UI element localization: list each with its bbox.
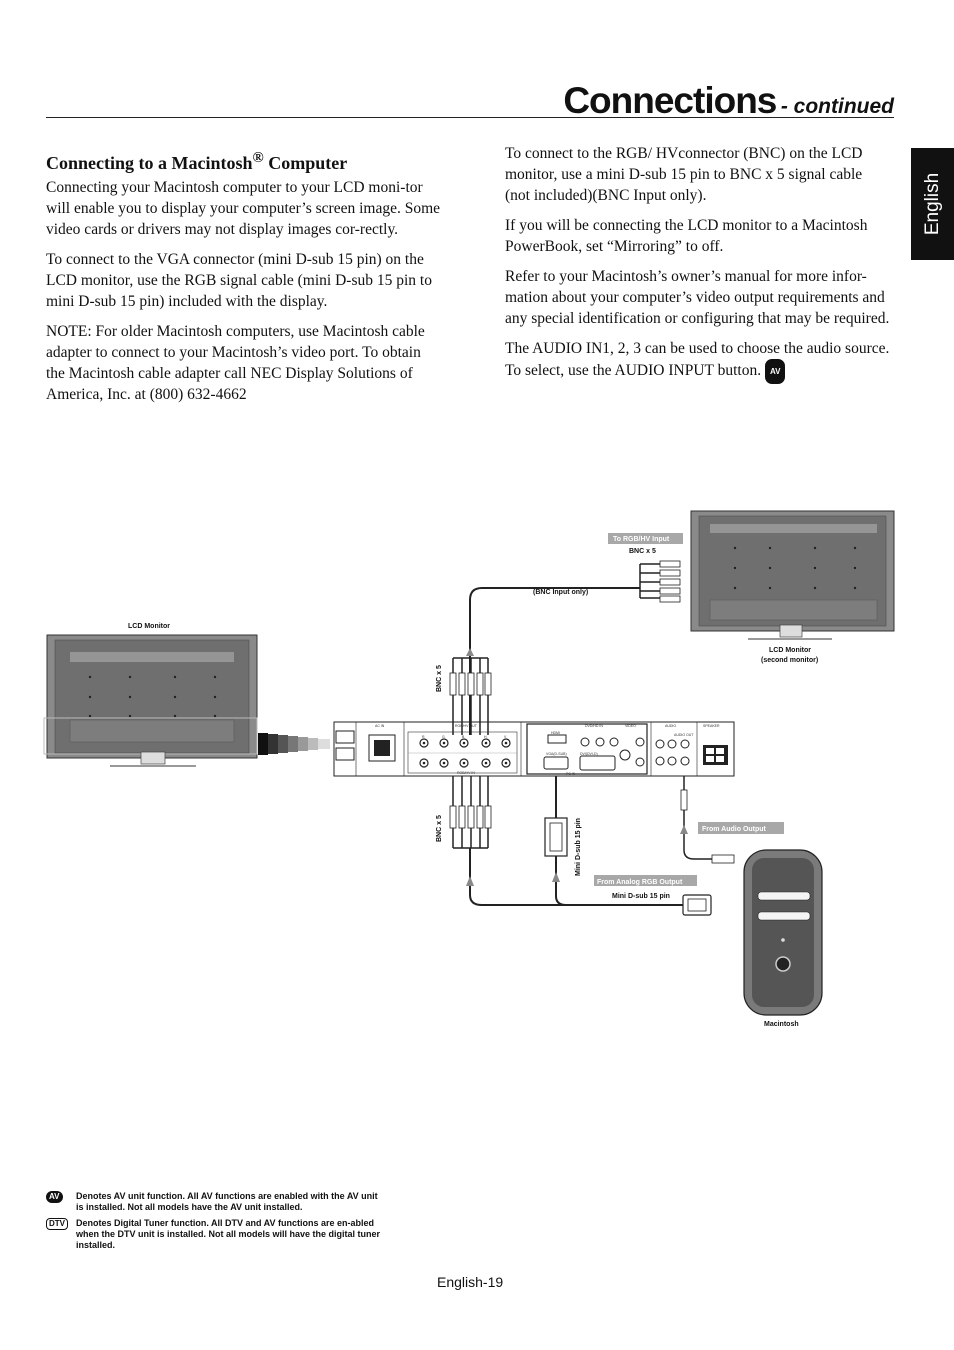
av-icon: AV [764, 359, 786, 384]
paragraph-intro: Connecting your Macintosh computer to yo… [46, 179, 441, 238]
lcd-monitor-left [43, 634, 258, 767]
bnc-cable-lower [449, 776, 685, 906]
label-to-rgbhv: To RGB/HV Input [613, 536, 670, 543]
svg-text:DVD/HD IN: DVD/HD IN [585, 724, 603, 728]
bnc-fan-top [639, 560, 681, 603]
svg-text:AC IN: AC IN [375, 724, 385, 728]
audio-cable [680, 776, 735, 864]
language-tab: English [911, 148, 954, 260]
label-mini-dsub: Mini D-sub 15 pin [612, 893, 670, 900]
paragraph-manual: Refer to your Macintosh’s owner’s manual… [505, 268, 890, 327]
paragraph-bnc: To connect to the RGB/ HVconnector (BNC)… [505, 145, 863, 204]
note-av: AV Denotes AV unit function. All AV func… [46, 1191, 386, 1213]
paragraph-audio: The AUDIO IN1, 2, 3 can be used to choos… [505, 338, 890, 384]
terminal-panel: AC IN RGB/HV OUT RGB/HV IN HDMI DVD/HD I… [333, 721, 735, 777]
svg-text:VGA(D-SUB): VGA(D-SUB) [546, 752, 567, 756]
label-bnc-x5-lower: BNC x 5 [436, 815, 443, 842]
label-macintosh: Macintosh [764, 1021, 799, 1028]
svg-text:G: G [442, 735, 445, 739]
svg-text:RGB/HV IN: RGB/HV IN [457, 771, 475, 775]
lcd-monitor-second [690, 510, 895, 640]
svg-text:PC IN: PC IN [566, 772, 576, 776]
page-title: Connections - continued [563, 80, 894, 122]
notes-section: AV Denotes AV unit function. All AV func… [46, 1191, 386, 1256]
label-mini-dsub-vertical: Mini D-sub 15 pin [575, 818, 582, 876]
paragraph-vga: To connect to the VGA connector (mini D-… [46, 251, 432, 310]
title-continued: - continued [780, 95, 894, 118]
label-bnc-x5-upper: BNC x 5 [436, 665, 443, 692]
svg-text:AUDIO: AUDIO [665, 724, 676, 728]
svg-text:RGB/HV OUT: RGB/HV OUT [455, 724, 478, 728]
svg-text:AUDIO OUT: AUDIO OUT [674, 733, 694, 737]
label-from-audio: From Audio Output [702, 826, 767, 833]
svg-text:R: R [422, 735, 425, 739]
tag-from-audio [698, 822, 784, 834]
dtv-icon: DTV [46, 1218, 68, 1230]
header-rule [46, 117, 894, 118]
right-column: To connect to the RGB/ HVconnector (BNC)… [505, 143, 890, 393]
note-dtv: DTV Denotes Digital Tuner function. All … [46, 1218, 386, 1251]
bnc-cable-upper [449, 587, 640, 735]
svg-text:SPEAKER: SPEAKER [703, 724, 720, 728]
svg-text:B: B [462, 735, 465, 739]
paragraph-note: NOTE: For older Macintosh computers, use… [46, 323, 425, 403]
svg-text:DVI(DVI-D): DVI(DVI-D) [580, 752, 598, 756]
av-icon: AV [46, 1191, 63, 1203]
label-lcd-monitor: LCD Monitor [128, 623, 170, 630]
tag-from-analog [594, 875, 697, 886]
tag-to-rgbhv [608, 533, 683, 544]
label-bnc-input-only: (BNC Input only) [533, 589, 588, 596]
macintosh-computer [743, 849, 823, 1016]
page-number: English-19 [437, 1274, 504, 1290]
svg-text:HDMI: HDMI [551, 731, 560, 735]
title-main: Connections [563, 80, 777, 121]
label-bnc-x5-top: BNC x 5 [629, 548, 656, 555]
left-column: Connecting to a Macintosh® Computer Conn… [46, 147, 441, 414]
svg-text:VIDEO: VIDEO [625, 724, 636, 728]
label-from-analog: From Analog RGB Output [597, 879, 683, 886]
section-heading: Connecting to a Macintosh® Computer [46, 150, 348, 173]
zoom-indicator [258, 733, 330, 755]
dsub-cable [544, 776, 712, 916]
svg-text:H: H [484, 735, 487, 739]
label-second-monitor-2: (second monitor) [761, 657, 818, 664]
svg-text:V: V [504, 735, 507, 739]
paragraph-powerbook: If you will be connecting the LCD monito… [505, 217, 868, 255]
label-second-monitor-1: LCD Monitor [769, 647, 811, 654]
